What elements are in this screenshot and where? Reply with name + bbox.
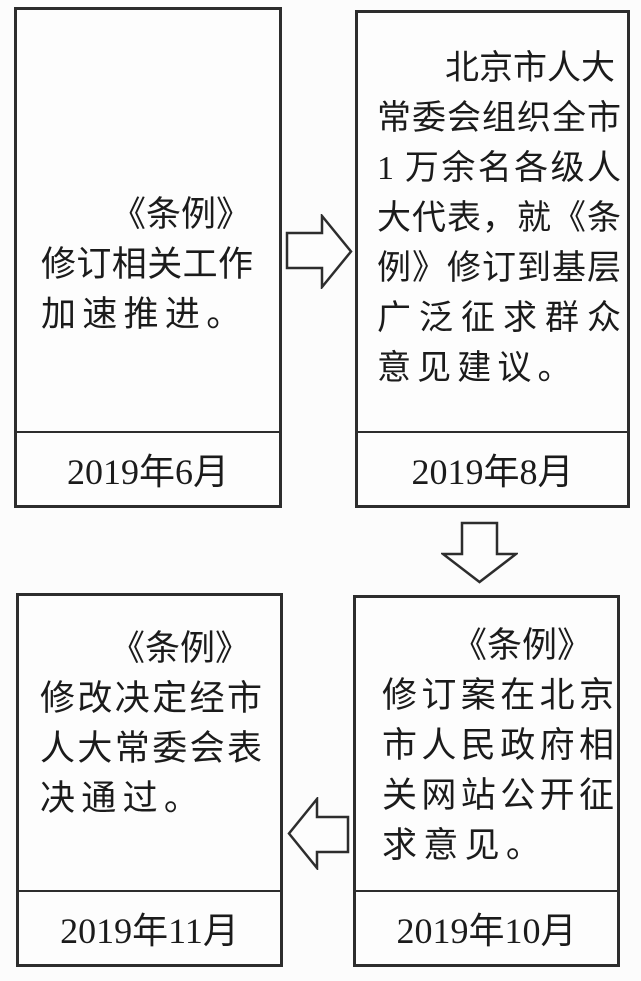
text-line: 修订案在北京 — [382, 676, 614, 715]
date-label: 2019年6月 — [17, 431, 279, 505]
text-line: 求意见。 — [382, 826, 548, 865]
text-line: 广泛征求群众 — [377, 300, 621, 337]
text-line: 常委会组织全市 — [377, 100, 621, 137]
flow-box-2019-10: 《条例》 修订案在北京 市人民政府相 关网站公开征 求意见。 2019年10月 — [353, 595, 620, 967]
text-line: 《条例》 — [110, 629, 251, 668]
arrow-right-icon — [285, 214, 353, 289]
arrow-left-icon — [287, 797, 350, 870]
flow-box-2019-08: 北京市人大 常委会组织全市 1 万余名各级人 大代表，就《条 例》修订到基层 广… — [355, 10, 630, 508]
text-line: 人大常委会表 — [40, 729, 262, 768]
flow-box-text: 《条例》 修改决定经市 人大常委会表 决通过。 — [19, 596, 280, 890]
flow-box-text: 《条例》 修订案在北京 市人民政府相 关网站公开征 求意见。 — [356, 598, 617, 890]
text-line: 《条例》 — [452, 626, 593, 665]
date-label: 2019年11月 — [19, 890, 280, 964]
text-line: 北京市人大 — [445, 50, 615, 87]
date-label: 2019年10月 — [356, 890, 617, 964]
text-line: 大代表，就《条 — [377, 200, 621, 237]
flow-box-2019-06: 《条例》 修订相关工作 加速推进。 2019年6月 — [14, 7, 282, 508]
text-line: 修改决定经市 — [40, 679, 262, 718]
flow-box-text: 北京市人大 常委会组织全市 1 万余名各级人 大代表，就《条 例》修订到基层 广… — [358, 13, 627, 431]
text-line: 例》修订到基层 — [377, 250, 621, 287]
text-line: 市人民政府相 — [382, 726, 614, 765]
text-line: 《条例》 — [111, 195, 252, 234]
text-line: 意见建议。 — [377, 350, 578, 387]
flow-box-text: 《条例》 修订相关工作 加速推进。 — [17, 10, 279, 431]
arrow-down-icon — [441, 521, 518, 584]
text-line: 加速推进。 — [41, 295, 248, 334]
text-line: 修订相关工作 — [41, 245, 253, 284]
flow-box-2019-11: 《条例》 修改决定经市 人大常委会表 决通过。 2019年11月 — [16, 593, 283, 967]
text-line: 关网站公开征 — [382, 776, 614, 815]
text-line: 决通过。 — [40, 779, 206, 818]
date-label: 2019年8月 — [358, 431, 627, 505]
text-line: 1 万余名各级人 — [377, 150, 621, 187]
